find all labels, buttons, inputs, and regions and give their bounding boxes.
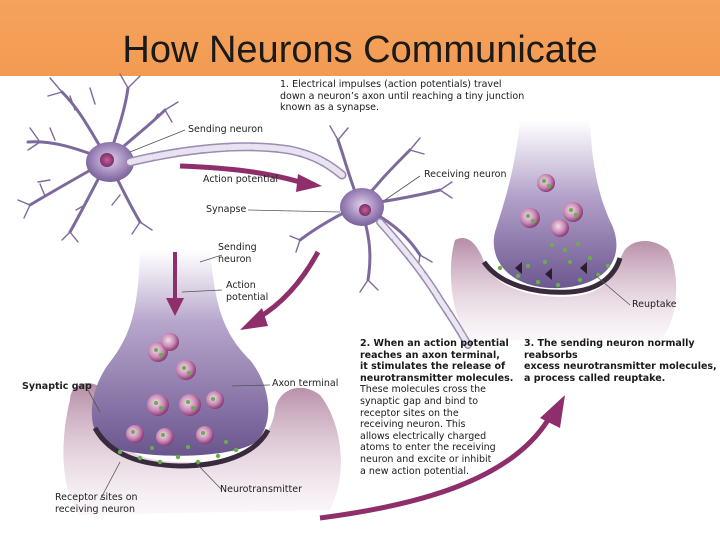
receiving-axon bbox=[376, 218, 472, 349]
label-sending-neuron-2: Sending neuron bbox=[218, 242, 257, 265]
slide-title: How Neurons Communicate bbox=[122, 29, 598, 71]
label-receptor-sites: Receptor sites on receiving neuron bbox=[55, 492, 138, 515]
label-receiving-neuron: Receiving neuron bbox=[424, 169, 507, 180]
vesicles-right bbox=[520, 174, 583, 237]
axon-terminal-right bbox=[493, 120, 617, 289]
action-potential-arrow-top bbox=[179, 163, 322, 192]
axon-terminal-large bbox=[91, 250, 269, 456]
step-2-lead: 2. When an action potential reaches an a… bbox=[360, 338, 514, 384]
label-reuptake: Reuptake bbox=[632, 299, 677, 310]
neurotransmitter-dots-left bbox=[117, 348, 239, 465]
label-synapse: Synapse bbox=[206, 204, 247, 215]
step-1-caption: 1. Electrical impulses (action potential… bbox=[280, 79, 525, 114]
label-action-potential-2: Action potential bbox=[226, 280, 269, 303]
label-synaptic-gap: Synaptic gap bbox=[22, 381, 92, 392]
receiving-membrane-left bbox=[92, 426, 271, 469]
action-potential-arrow-down bbox=[166, 252, 184, 316]
sending-axon bbox=[125, 142, 347, 180]
step-2-body: These molecules cross the synaptic gap a… bbox=[360, 384, 496, 477]
synaptic-tissue-left bbox=[63, 383, 341, 515]
step-2-caption: 2. When an action potential reaches an a… bbox=[360, 338, 513, 477]
receiving-membrane-right bbox=[481, 257, 623, 295]
reuptake-arrows bbox=[515, 262, 587, 280]
vesicles-left bbox=[126, 333, 224, 446]
label-neurotransmitter: Neurotransmitter bbox=[220, 484, 302, 495]
label-action-potential: Action potential bbox=[203, 174, 279, 185]
label-axon-terminal: Axon terminal bbox=[272, 378, 339, 389]
step-3-caption: 3. The sending neuron normally reabsorbs… bbox=[524, 338, 717, 384]
label-sending-neuron: Sending neuron bbox=[188, 124, 264, 135]
zoom-arrow-to-terminal bbox=[240, 250, 321, 330]
title-bar bbox=[0, 0, 720, 76]
leader-lines bbox=[87, 129, 631, 501]
zoom-arrow-to-reuptake bbox=[319, 395, 565, 521]
neurotransmitter-dots-right bbox=[497, 179, 610, 288]
